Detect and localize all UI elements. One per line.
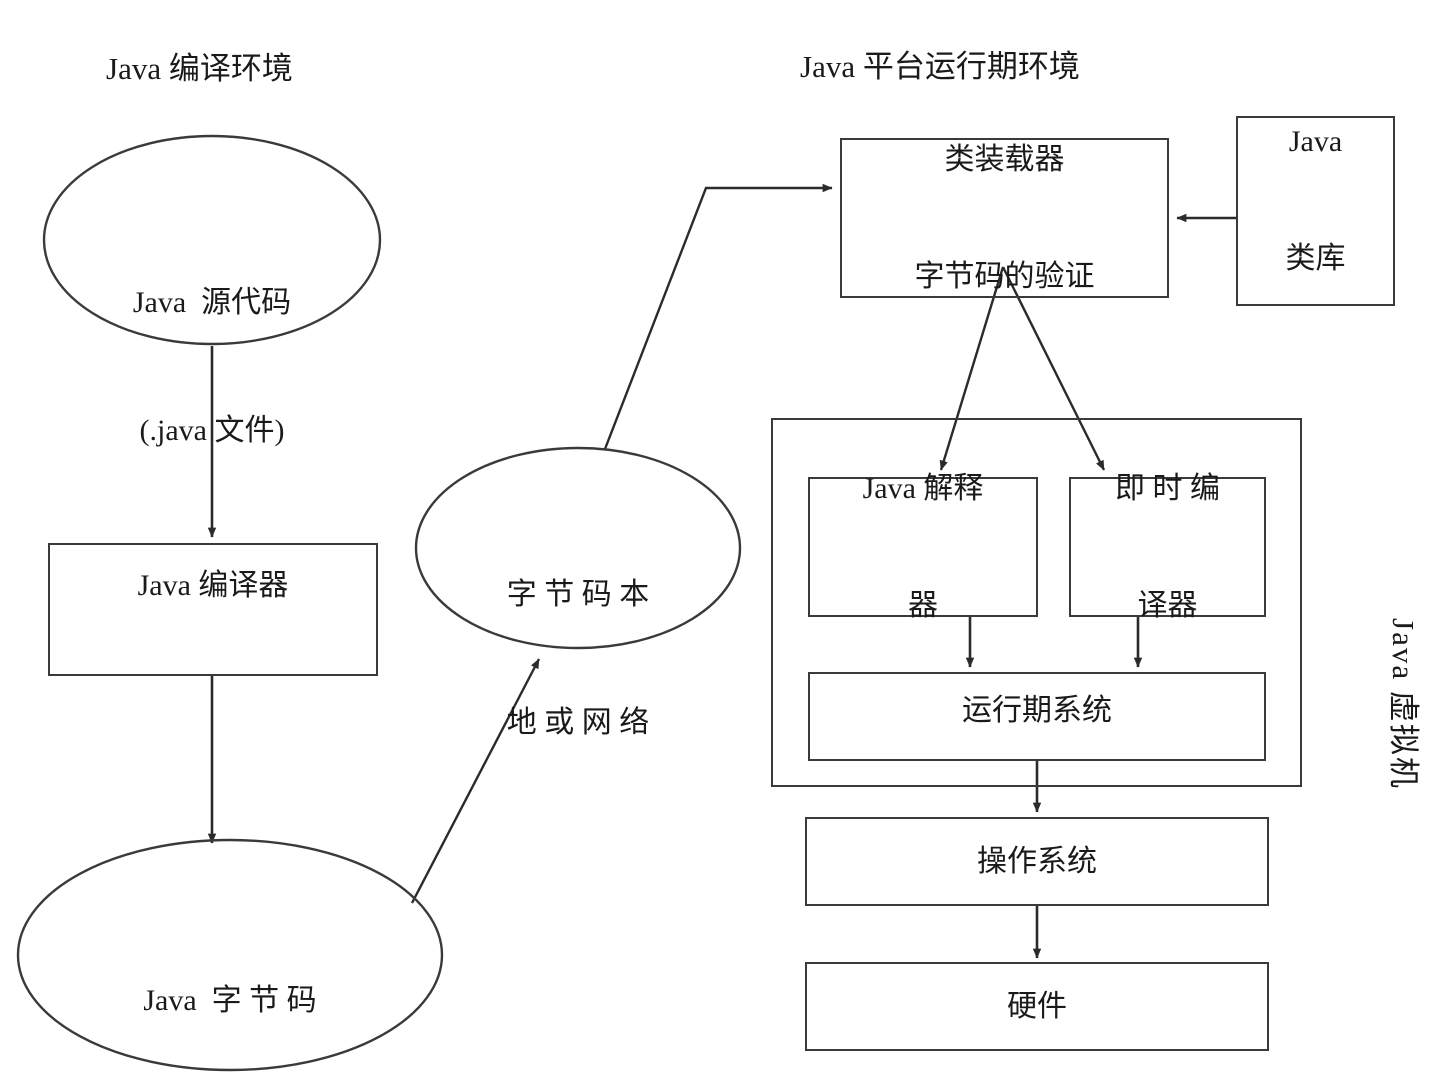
java-interpreter-line-1: Java 解释 — [862, 472, 984, 505]
jit-compiler-line-1: 即 时 编 — [1115, 472, 1220, 505]
runtime-system-label: 运行期系统 — [962, 694, 1112, 727]
bytecode-location-ellipse: 字 节 码 本 地 或 网 络 — [448, 489, 708, 830]
java-class-library-box: Java 类库 — [1236, 116, 1395, 306]
java-interpreter-line-2: 器 — [908, 589, 938, 622]
java-compiler-box: Java 编译器 — [48, 543, 378, 676]
java-interpreter-box: Java 解释 器 — [808, 472, 1038, 622]
arrow-location-to-classloader — [603, 183, 833, 450]
class-loader-line-1: 类装载器 — [944, 143, 1065, 176]
java-interpreter-labels: Java 解释 器 — [863, 391, 984, 703]
java-source-line-1: Java 源代码 — [132, 286, 292, 320]
jvm-container-box — [771, 418, 1302, 787]
operating-system-box: 操作系统 — [805, 817, 1269, 906]
java-source-ellipse: Java 源代码 (.java 文件) — [44, 197, 380, 538]
java-class-library-line-1: Java — [1288, 125, 1343, 158]
runtime-system-box: 运行期系统 — [808, 672, 1266, 761]
hardware-label: 硬件 — [1007, 990, 1067, 1023]
right-section-title: Java 平台运行期环境 — [800, 49, 1080, 84]
bytecode-location-line-1: 字 节 码 本 — [506, 578, 650, 612]
jvm-vertical-label-text: Java 虚拟机 — [1386, 618, 1421, 790]
java-bytecode-line-1: Java 字 节 码 — [143, 984, 317, 1018]
java-class-library-line-2: 类库 — [1285, 242, 1346, 275]
operating-system-label: 操作系统 — [977, 845, 1097, 878]
class-loader-labels: 类装载器 字节码的验证 — [915, 62, 1095, 374]
bytecode-location-line-2: 地 或 网 络 — [506, 705, 650, 739]
class-loader-box: 类装载器 字节码的验证 — [840, 138, 1169, 298]
jit-compiler-box: 即 时 编 译器 — [1069, 472, 1266, 622]
class-loader-line-2: 字节码的验证 — [914, 260, 1095, 293]
jit-compiler-labels: 即 时 编 译器 — [1115, 391, 1220, 703]
jit-compiler-line-2: 译器 — [1137, 589, 1198, 622]
left-section-title: Java 编译环境 — [106, 51, 293, 86]
java-class-library-labels: Java 类库 — [1286, 44, 1346, 356]
java-bytecode-ellipse: Java 字 节 码 (.class 文件) — [42, 895, 418, 1076]
hardware-box: 硬件 — [805, 962, 1269, 1051]
java-source-line-2: (.java 文件) — [139, 413, 285, 447]
java-compiler-label: Java 编译器 — [137, 569, 289, 602]
jvm-vertical-label: Java 虚拟机 — [1349, 470, 1430, 790]
